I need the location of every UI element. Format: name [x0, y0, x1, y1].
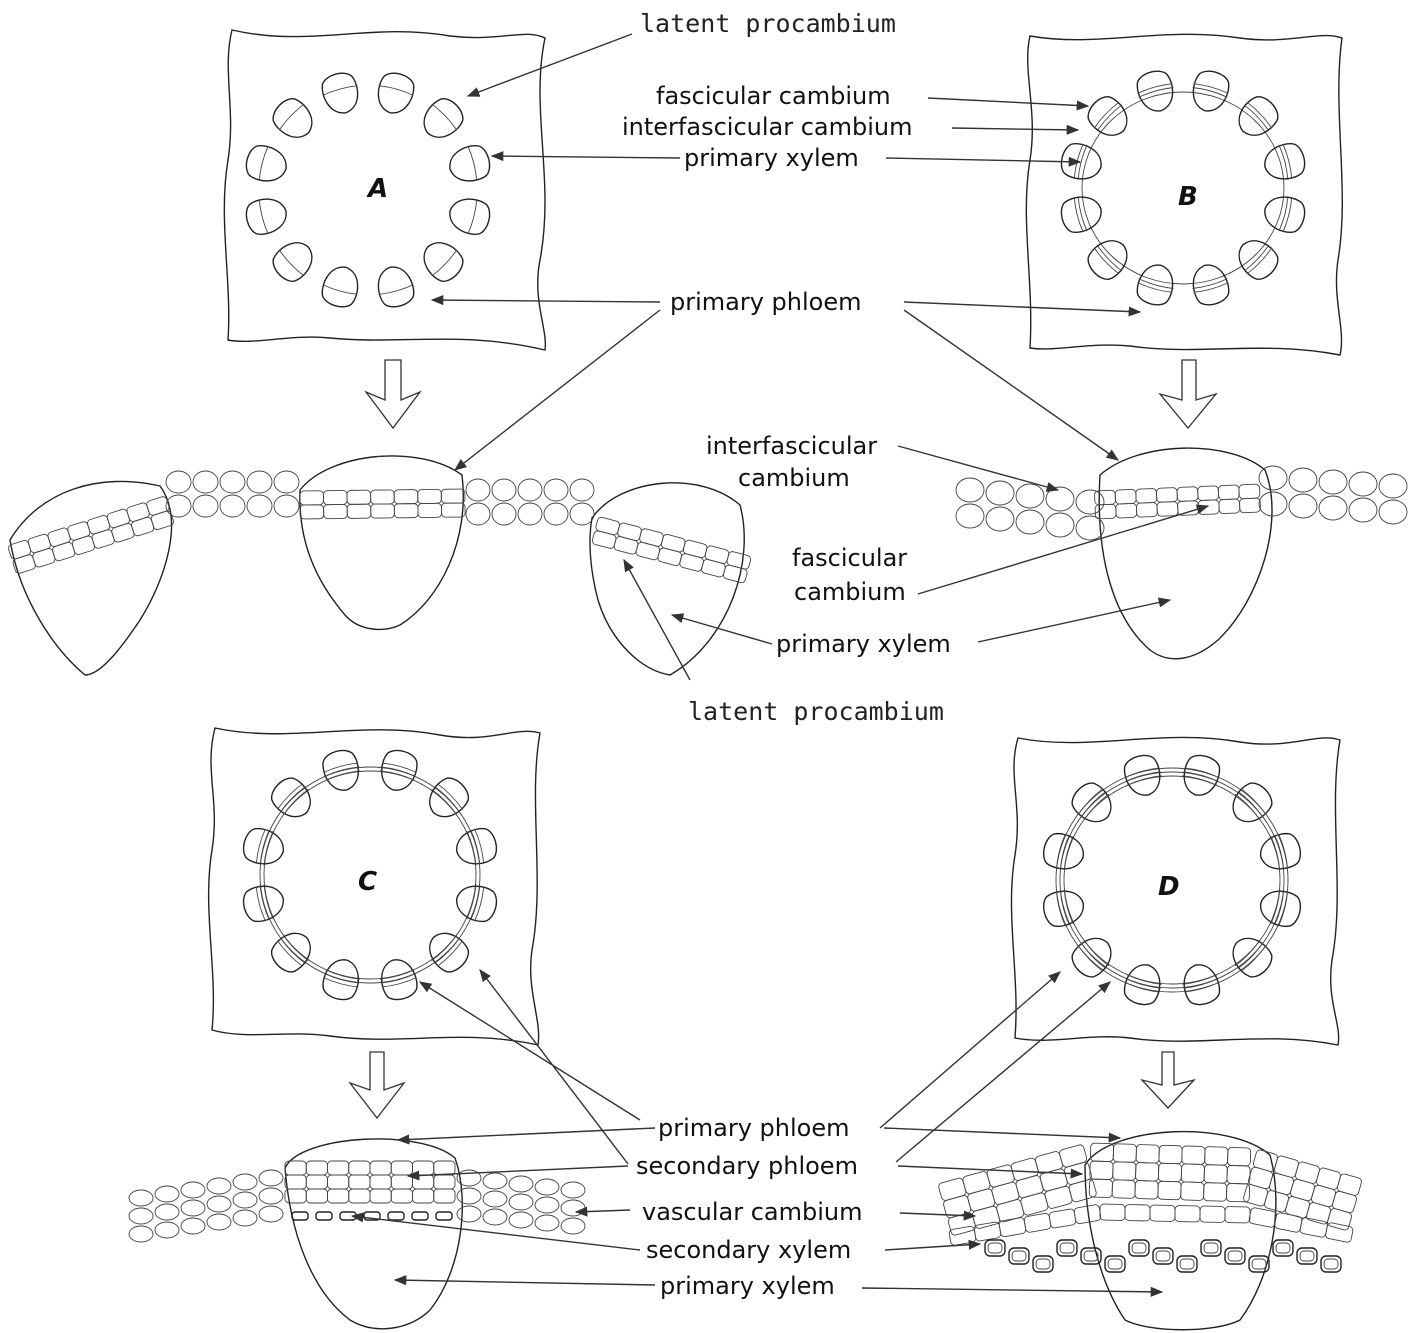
label-interfascicular-cambium-top: interfascicular cambium — [622, 113, 913, 141]
label-latent-procambium-top: latent procambium — [640, 9, 896, 38]
label-interfascicular-mid-2: cambium — [738, 464, 850, 492]
vascular-bundle — [1133, 67, 1178, 115]
panel-d-detail — [938, 1132, 1363, 1330]
cell-row — [7, 496, 174, 575]
vascular-bundle — [243, 193, 291, 238]
panel-c-down-arrow — [350, 1052, 404, 1118]
panel-a-detail — [7, 456, 751, 675]
cell-row — [285, 1161, 455, 1203]
panel-b-detail — [956, 448, 1407, 659]
vascular-bundle — [446, 193, 494, 238]
panel-c-stem-section: C — [209, 728, 540, 1045]
panel-b-stem-section: B — [1026, 34, 1342, 355]
vascular-bundle — [1261, 140, 1309, 185]
panel-d-label: D — [1158, 872, 1180, 902]
label-interfascicular-mid-1: interfascicular — [706, 432, 877, 460]
cell-row — [1094, 484, 1260, 519]
label-primary-phloem-top: primary phloem — [670, 288, 862, 316]
c-detail-bundle — [285, 1139, 462, 1329]
cell-row — [1089, 1143, 1251, 1202]
vascular-bundle — [446, 142, 494, 187]
panel-d-down-arrow — [1142, 1052, 1194, 1108]
b-detail-cambium-cells — [956, 466, 1407, 540]
vascular-bundle — [415, 92, 469, 146]
vascular-bundle — [1058, 191, 1106, 236]
cell-row — [1243, 1149, 1363, 1231]
label-latent-procambium-mid: latent procambium — [688, 697, 944, 726]
vascular-bundle — [1082, 90, 1136, 144]
cell-row — [938, 1144, 1097, 1236]
vascular-bundle — [318, 262, 363, 310]
label-primary-xylem-mid: primary xylem — [776, 630, 951, 658]
vascular-bundle — [1187, 260, 1232, 308]
label-primary-xylem-bottom: primary xylem — [660, 1272, 835, 1300]
vascular-bundle — [267, 234, 321, 288]
panel-c-detail — [129, 1139, 585, 1329]
label-secondary-xylem: secondary xylem — [646, 1236, 851, 1264]
vascular-bundle — [318, 69, 363, 117]
vascular-bundle — [415, 234, 469, 288]
cell-row — [300, 489, 465, 519]
vascular-bundle — [1133, 260, 1178, 308]
panel-a-stem-section: A — [224, 30, 545, 350]
label-secondary-phloem: secondary phloem — [636, 1152, 858, 1180]
vascular-bundle — [372, 262, 417, 310]
vascular-bundle — [1230, 90, 1284, 144]
label-primary-phloem-bottom: primary phloem — [658, 1114, 850, 1142]
vascular-bundle — [267, 92, 321, 146]
vascular-bundle — [1230, 232, 1284, 286]
d-detail-cells — [938, 1143, 1363, 1272]
vascular-bundle — [372, 69, 417, 117]
panel-a-label: A — [366, 174, 388, 204]
panel-c-label: C — [358, 867, 377, 897]
label-fascicular-mid-1: fascicular — [792, 544, 907, 572]
panel-b-down-arrow — [1160, 360, 1216, 428]
panel-d-stem-section: D — [1011, 737, 1340, 1045]
vascular-bundle — [1187, 67, 1232, 115]
a-detail-bundle-center — [300, 456, 463, 629]
label-fascicular-mid-2: cambium — [794, 578, 906, 606]
a-detail-bundle-left — [10, 481, 171, 675]
vascular-bundle — [1261, 191, 1309, 236]
vascular-bundle — [1082, 232, 1136, 286]
cell-row — [1248, 1207, 1353, 1243]
label-primary-xylem-top: primary xylem — [684, 144, 859, 172]
cell-row — [1100, 1204, 1250, 1223]
panel-a-down-arrow — [366, 360, 420, 428]
cell-row — [591, 516, 751, 583]
c-detail-cells — [129, 1161, 585, 1242]
label-vascular-cambium: vascular cambium — [642, 1198, 862, 1226]
b-detail-bundle — [1099, 448, 1272, 659]
panel-b-label: B — [1178, 182, 1198, 212]
d-detail-bundle — [1085, 1132, 1276, 1330]
a-detail-bundle-right — [590, 483, 744, 675]
vascular-bundle — [243, 142, 291, 187]
label-fascicular-cambium-top: fascicular cambium — [656, 82, 891, 110]
diagram-labels: latent procambium fascicular cambium int… — [622, 9, 951, 1300]
